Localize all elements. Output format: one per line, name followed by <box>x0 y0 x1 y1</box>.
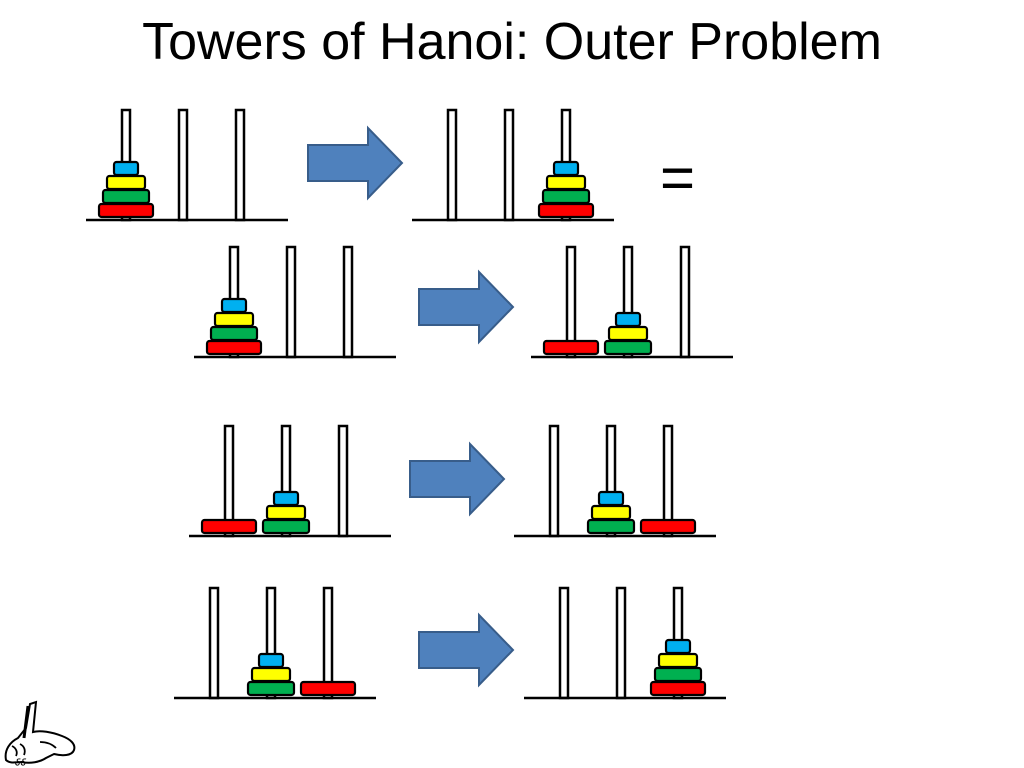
tower-state-step2-to <box>514 424 716 538</box>
tower-state-step1-from <box>194 245 396 359</box>
disk-red <box>649 680 707 697</box>
disk-blue <box>664 638 692 655</box>
disk-red <box>542 339 600 356</box>
disk-green <box>246 680 296 697</box>
svg-text:ऽऽ: ऽऽ <box>14 755 27 768</box>
disk-yellow <box>590 504 632 521</box>
arrow-shape <box>418 269 515 345</box>
disk-blue <box>272 490 300 507</box>
peg-rod-2 <box>615 586 627 700</box>
disk-red <box>200 518 258 535</box>
disk-blue <box>614 311 642 328</box>
disk-red <box>639 518 697 535</box>
peg-rod-2 <box>285 245 297 359</box>
peg-rod-1 <box>548 424 560 538</box>
hand-writing-logo-icon: ऽऽ <box>4 700 76 768</box>
peg-rod-2 <box>503 108 515 222</box>
peg-rod-3 <box>234 108 246 222</box>
peg-rod-3 <box>679 245 691 359</box>
disk-red <box>537 202 595 219</box>
disk-green <box>541 188 591 205</box>
transition-arrow-step2 <box>409 441 506 517</box>
tower-state-step3-to <box>524 586 726 700</box>
tower-state-outer-to <box>412 108 614 222</box>
disk-yellow <box>213 311 255 328</box>
arrow-shape <box>418 612 515 688</box>
arrow-shape <box>409 441 506 517</box>
peg-rod-1 <box>208 586 220 700</box>
disk-green <box>261 518 311 535</box>
disk-red <box>205 339 263 356</box>
disk-green <box>101 188 151 205</box>
disk-red <box>97 202 155 219</box>
disk-green <box>586 518 636 535</box>
tower-state-step1-to <box>531 245 733 359</box>
disk-green <box>653 666 703 683</box>
disk-blue <box>112 160 140 177</box>
tower-state-outer-from <box>86 108 288 222</box>
peg-rod-1 <box>558 586 570 700</box>
disk-blue <box>220 297 248 314</box>
peg-rod-2 <box>177 108 189 222</box>
peg-rod-1 <box>446 108 458 222</box>
tower-state-step3-from <box>174 586 376 700</box>
disk-blue <box>597 490 625 507</box>
slide-title: Towers of Hanoi: Outer Problem <box>142 13 882 71</box>
disk-yellow <box>545 174 587 191</box>
peg-rod-3 <box>342 245 354 359</box>
disk-blue <box>257 652 285 669</box>
disk-yellow <box>250 666 292 683</box>
disk-blue <box>552 160 580 177</box>
peg-rod-3 <box>337 424 349 538</box>
arrow-shape <box>307 125 404 201</box>
transition-arrow-step3 <box>418 612 515 688</box>
disk-red <box>299 680 357 697</box>
disk-yellow <box>657 652 699 669</box>
equals-sign: = <box>660 144 696 211</box>
transition-arrow-outer <box>307 125 404 201</box>
transition-arrow-step1 <box>418 269 515 345</box>
tower-state-step2-from <box>189 424 391 538</box>
disk-green <box>603 339 653 356</box>
disk-green <box>209 325 259 342</box>
disk-yellow <box>105 174 147 191</box>
disk-yellow <box>265 504 307 521</box>
disk-yellow <box>607 325 649 342</box>
